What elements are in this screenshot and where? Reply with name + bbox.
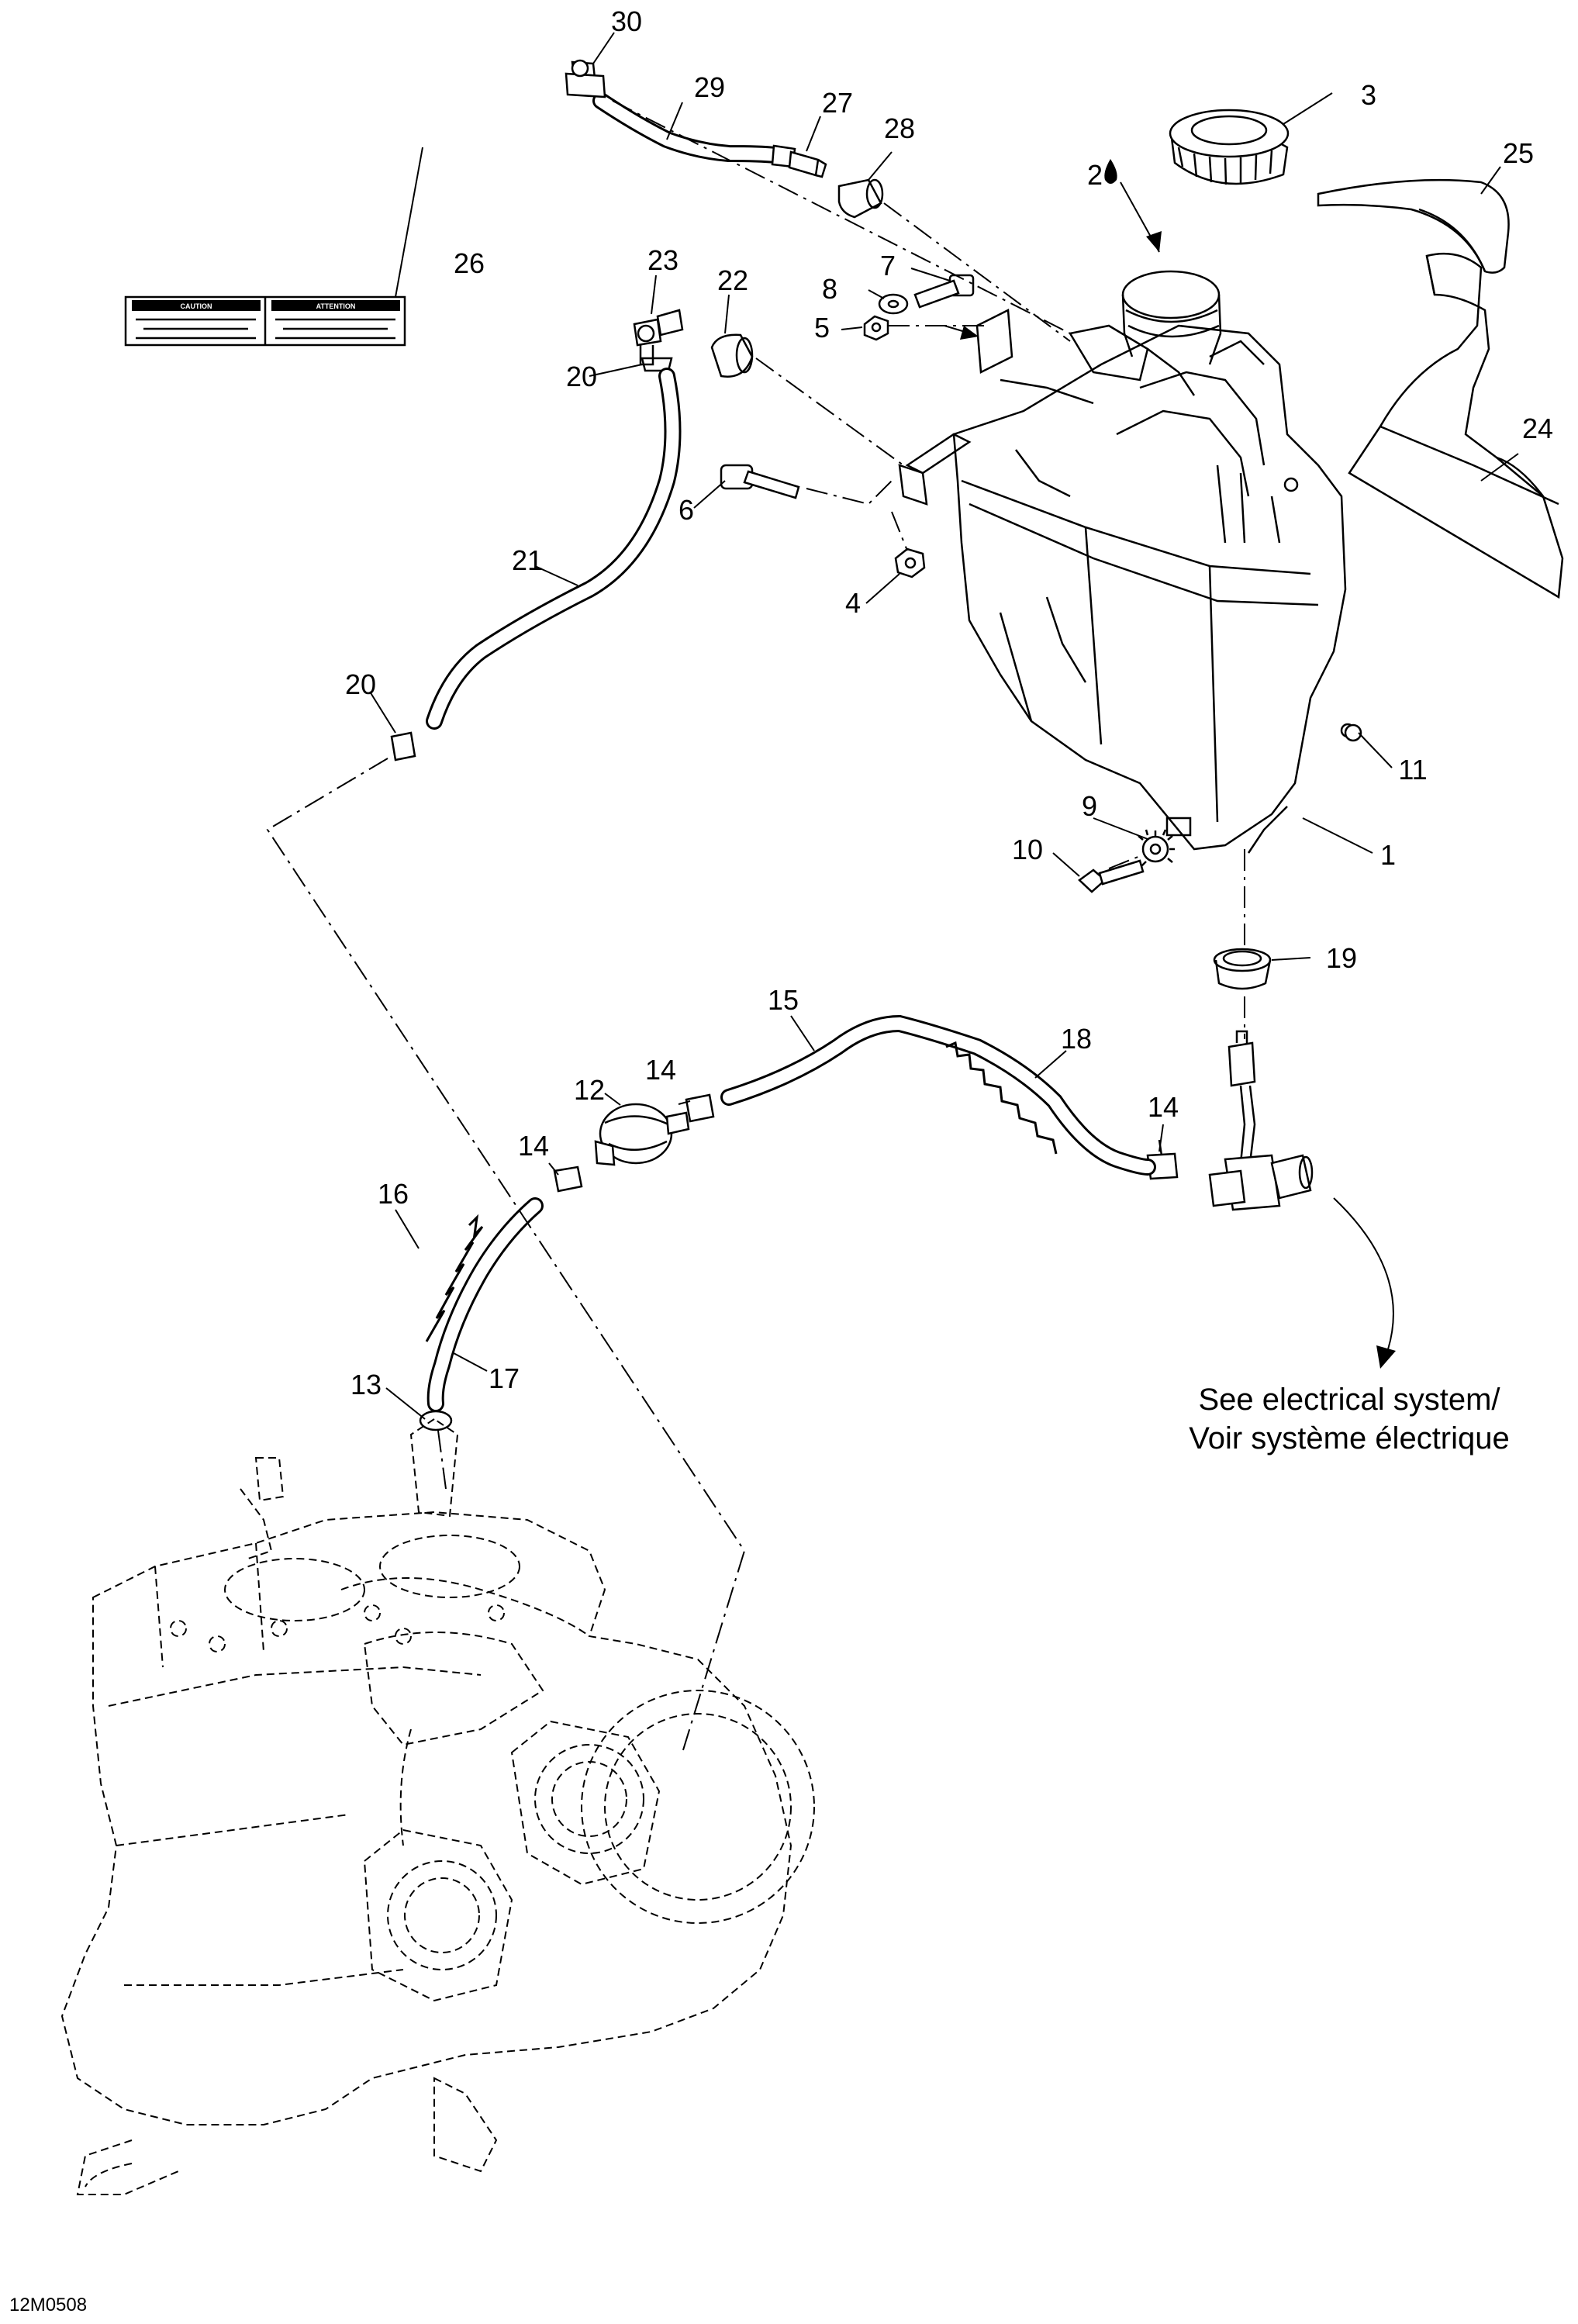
lock-washer-9 bbox=[1138, 829, 1175, 867]
callout-8: 8 bbox=[822, 273, 837, 305]
callout-24: 24 bbox=[1522, 413, 1553, 444]
callout-20-lower: 20 bbox=[345, 668, 376, 700]
oil-drop-icon bbox=[1104, 159, 1117, 184]
callout-14-middle: 14 bbox=[645, 1054, 676, 1086]
hose-29 bbox=[592, 92, 784, 164]
hose-17 bbox=[426, 1197, 544, 1412]
callout-13: 13 bbox=[350, 1369, 382, 1400]
callout-21: 21 bbox=[512, 544, 543, 576]
callout-1: 1 bbox=[1380, 839, 1396, 871]
spring-16 bbox=[425, 1214, 484, 1342]
clamp-14-left bbox=[553, 1165, 583, 1193]
callout-14-left: 14 bbox=[518, 1130, 549, 1162]
callout-2: 2 bbox=[1087, 159, 1103, 191]
hose-15 bbox=[720, 1014, 1156, 1176]
note-line-2: Voir système électrique bbox=[1189, 1421, 1510, 1456]
clamp-13 bbox=[419, 1410, 453, 1431]
level-sensor bbox=[1208, 1030, 1314, 1211]
attention-label: ATTENTION bbox=[316, 302, 356, 310]
diagram-code: 12M0508 bbox=[9, 2295, 87, 2315]
engine-block bbox=[60, 1418, 815, 2195]
callout-14-right: 14 bbox=[1148, 1091, 1179, 1123]
nut-4 bbox=[894, 547, 926, 578]
callout-19: 19 bbox=[1326, 942, 1357, 974]
oil-tank bbox=[898, 309, 1355, 854]
callout-17: 17 bbox=[489, 1362, 520, 1394]
screw-10 bbox=[1078, 859, 1145, 893]
clamp-14-middle bbox=[685, 1093, 715, 1123]
screw-7 bbox=[913, 274, 975, 309]
warning-decal-26: CAUTION ATTENTION bbox=[124, 295, 406, 347]
deflector bbox=[1317, 178, 1510, 274]
callouts: 3 2 25 24 30 29 27 28 26 23 22 7 8 5 20 … bbox=[345, 5, 1553, 1400]
callout-10: 10 bbox=[1012, 834, 1043, 865]
filler-neck bbox=[1069, 270, 1265, 396]
callout-23: 23 bbox=[647, 244, 679, 276]
clamp-20-lower bbox=[390, 731, 416, 761]
caution-label: CAUTION bbox=[181, 302, 212, 310]
callout-4: 4 bbox=[845, 587, 861, 619]
fuel-filter-12 bbox=[594, 1103, 690, 1166]
callout-12: 12 bbox=[574, 1074, 605, 1106]
grommet-11 bbox=[1344, 723, 1362, 742]
callout-29: 29 bbox=[694, 71, 725, 103]
screw-6 bbox=[720, 464, 800, 499]
grommet-28 bbox=[837, 178, 884, 219]
callout-6: 6 bbox=[679, 494, 694, 526]
tank-cap bbox=[1169, 109, 1290, 185]
leader-lines bbox=[369, 32, 1519, 1420]
callout-28: 28 bbox=[884, 112, 915, 144]
guard-plate bbox=[1348, 252, 1564, 599]
callout-30: 30 bbox=[611, 5, 642, 37]
callout-18: 18 bbox=[1061, 1023, 1092, 1055]
callout-25: 25 bbox=[1503, 137, 1534, 169]
callout-27: 27 bbox=[822, 87, 853, 119]
note-line-1: See electrical system/ bbox=[1198, 1383, 1500, 1417]
vent-30 bbox=[565, 59, 606, 98]
hose-21 bbox=[426, 368, 682, 730]
callout-9: 9 bbox=[1082, 790, 1097, 822]
callout-15: 15 bbox=[768, 984, 799, 1016]
nut-5 bbox=[863, 315, 889, 341]
direction-arrows bbox=[944, 181, 1396, 1369]
callout-26: 26 bbox=[454, 247, 485, 279]
callout-5: 5 bbox=[814, 312, 830, 344]
fitting-27 bbox=[771, 144, 827, 178]
washer-8 bbox=[878, 293, 909, 315]
callout-3: 3 bbox=[1361, 79, 1376, 111]
grommet-22 bbox=[710, 333, 754, 378]
callout-20-upper: 20 bbox=[566, 361, 597, 392]
callout-22: 22 bbox=[717, 264, 748, 296]
spring-18 bbox=[945, 1041, 1058, 1155]
callout-16: 16 bbox=[378, 1178, 409, 1210]
callout-11: 11 bbox=[1398, 754, 1427, 786]
callout-7: 7 bbox=[880, 250, 896, 281]
routing-lines bbox=[266, 100, 1245, 1753]
grommet-19 bbox=[1213, 948, 1272, 990]
elbow-23 bbox=[633, 309, 684, 366]
